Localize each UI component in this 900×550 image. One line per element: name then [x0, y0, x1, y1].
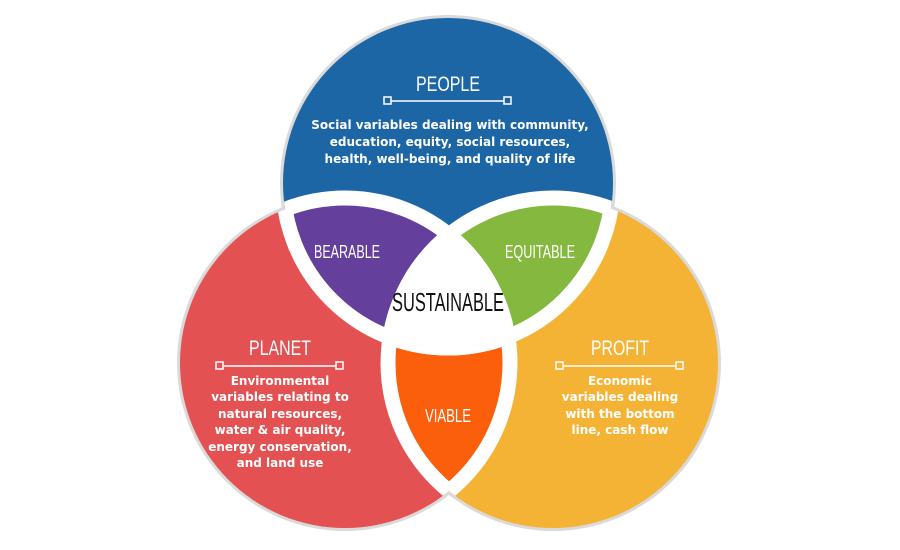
profit-desc-line: variables dealing: [562, 390, 678, 404]
planet-title: PLANET: [249, 337, 311, 360]
planet-desc-line: natural resources,: [218, 407, 342, 421]
equitable-label: EQUITABLE: [505, 242, 575, 262]
profit-divider: [555, 361, 684, 370]
region-separators: [275, 190, 621, 528]
sustainable-label: SUSTAINABLE: [392, 287, 504, 317]
viable-label: VIABLE: [425, 406, 471, 426]
bearable-label: BEARABLE: [314, 242, 380, 262]
profit-title: PROFIT: [591, 337, 649, 360]
people-divider: [383, 96, 512, 105]
planet-desc-line: Environmental: [231, 374, 330, 388]
sustainable-region: [388, 198, 510, 348]
profit-desc-line: Economic: [588, 374, 652, 388]
people-title: PEOPLE: [416, 73, 480, 96]
planet-desc-line: energy conservation,: [208, 440, 352, 454]
planet-desc-line: and land use: [237, 456, 324, 470]
people-desc-line: health, well-being, and quality of life: [325, 152, 576, 166]
planet-desc-line: variables relating to: [211, 390, 349, 404]
people-desc-line: Social variables dealing with community,: [311, 118, 588, 132]
planet-desc-line: water & air quality,: [215, 423, 346, 437]
planet-divider: [215, 361, 344, 370]
people-desc-line: education, equity, social resources,: [330, 135, 570, 149]
profit-desc-line: with the bottom: [565, 407, 674, 421]
profit-desc-line: line, cash flow: [572, 423, 669, 437]
